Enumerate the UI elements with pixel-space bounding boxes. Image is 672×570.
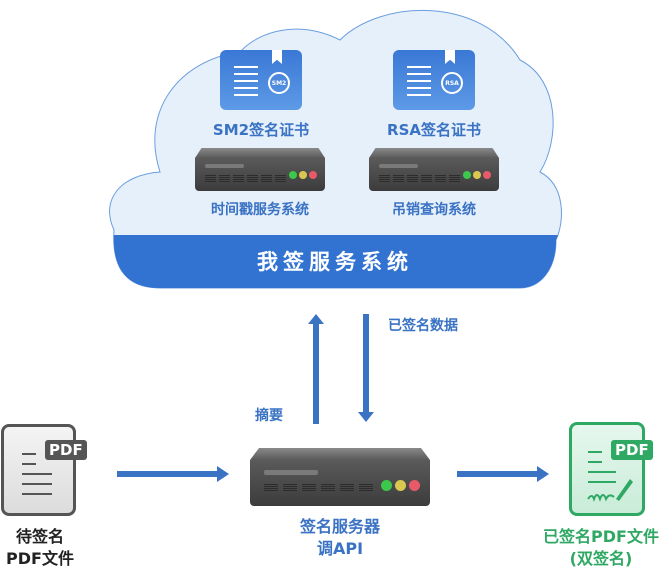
timestamp-server-icon (195, 148, 325, 191)
signed-data-label: 已签名数据 (388, 318, 458, 334)
input-pdf-label-line1: 待签名 (15, 527, 64, 546)
input-pdf-tag: PDF (45, 440, 87, 460)
signing-server-label: 签名服务器 调API (260, 516, 420, 560)
seal-icon: SM2 (268, 72, 290, 94)
up-arrow-icon (308, 314, 324, 424)
signing-server-label-line1: 签名服务器 (299, 517, 380, 536)
signed-pdf-label-line2: (双签名) (569, 549, 633, 568)
sm2-certificate-icon: SM2 (220, 50, 302, 110)
signed-pdf-tag: PDF (611, 440, 653, 460)
signature-pen-icon (587, 479, 633, 502)
cloud-title: 我签服务系统 (257, 250, 413, 274)
right-arrow-icon (457, 466, 549, 482)
sm2-certificate-label: SM2签名证书 (212, 121, 310, 139)
signed-pdf-icon (569, 422, 645, 516)
signed-pdf-label: 已签名PDF文件 (双签名) (530, 526, 672, 570)
signing-server-icon (250, 448, 430, 506)
input-pdf-label-line2: PDF文件 (6, 549, 74, 568)
timestamp-server-label: 时间戳服务系统 (211, 202, 309, 218)
rsa-certificate-label: RSA签名证书 (387, 121, 481, 139)
signed-pdf-label-line1: 已签名PDF文件 (543, 527, 659, 546)
seal-icon: RSA (441, 72, 463, 94)
rsa-certificate-icon: RSA (393, 50, 475, 110)
signing-server-label-line2: 调API (316, 539, 364, 558)
revocation-server-icon (369, 148, 499, 191)
revocation-server-label: 吊销查询系统 (392, 202, 476, 218)
digest-label: 摘要 (255, 408, 283, 424)
input-pdf-label: 待签名 PDF文件 (0, 526, 80, 570)
input-pdf-icon (1, 424, 76, 516)
down-arrow-icon (358, 314, 374, 422)
right-arrow-icon (117, 466, 229, 482)
